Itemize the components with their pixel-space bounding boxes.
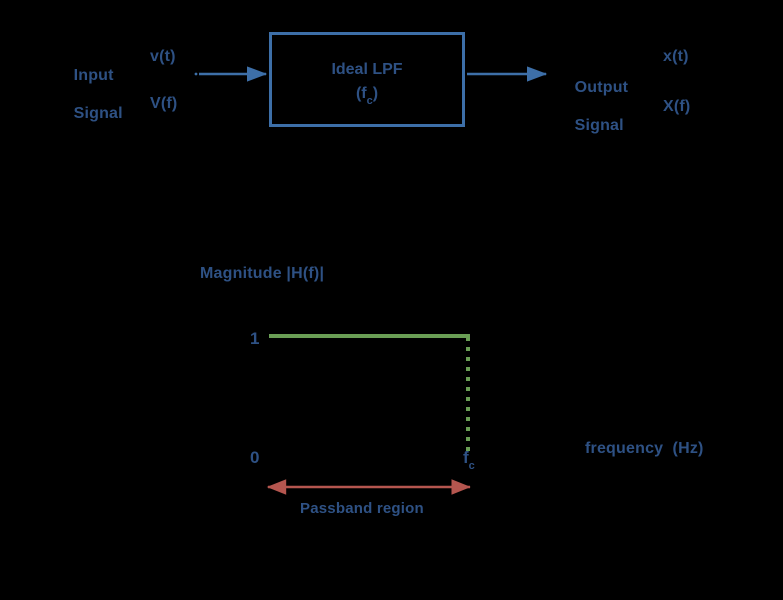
ideal-lpf-name: Ideal LPF <box>331 61 403 78</box>
output-freq-domain-label: X(f) <box>663 98 691 115</box>
input-arrow-tail-dot <box>194 72 198 76</box>
input-signal-label: Input Signal <box>55 48 155 142</box>
cutoff-frequency-main: f <box>463 448 469 467</box>
y-tick-zero-label: 0 <box>250 448 260 467</box>
ideal-lpf-cutoff-open: (f <box>355 85 367 102</box>
cutoff-frequency-subscript: c <box>468 460 475 473</box>
passband-region-label: Passband region <box>300 500 424 517</box>
input-signal-label-line2: Signal <box>73 104 123 122</box>
magnitude-axis-label: Magnitude |H(f)| <box>200 265 325 282</box>
frequency-axis-label: frequency (Hz) <box>585 440 704 457</box>
output-signal-label-line1: Output <box>574 78 629 96</box>
input-time-domain-label: v(t) <box>150 48 176 65</box>
output-signal-label-line2: Signal <box>574 116 624 134</box>
cutoff-frequency-label: fc <box>463 448 475 473</box>
ideal-lpf-block <box>269 32 465 127</box>
ideal-lpf-cutoff-subscript: c <box>366 95 373 108</box>
ideal-lpf-cutoff-param: (fc) <box>355 85 379 107</box>
output-signal-label: Output Signal <box>556 60 666 154</box>
output-time-domain-label: x(t) <box>663 48 689 65</box>
ideal-lpf-block-text: Ideal LPF (fc) <box>269 58 465 108</box>
input-freq-domain-label: V(f) <box>150 95 178 112</box>
input-signal-label-line1: Input <box>73 66 114 84</box>
ideal-lpf-cutoff-close: ) <box>372 85 379 102</box>
y-tick-one-label: 1 <box>250 329 260 348</box>
